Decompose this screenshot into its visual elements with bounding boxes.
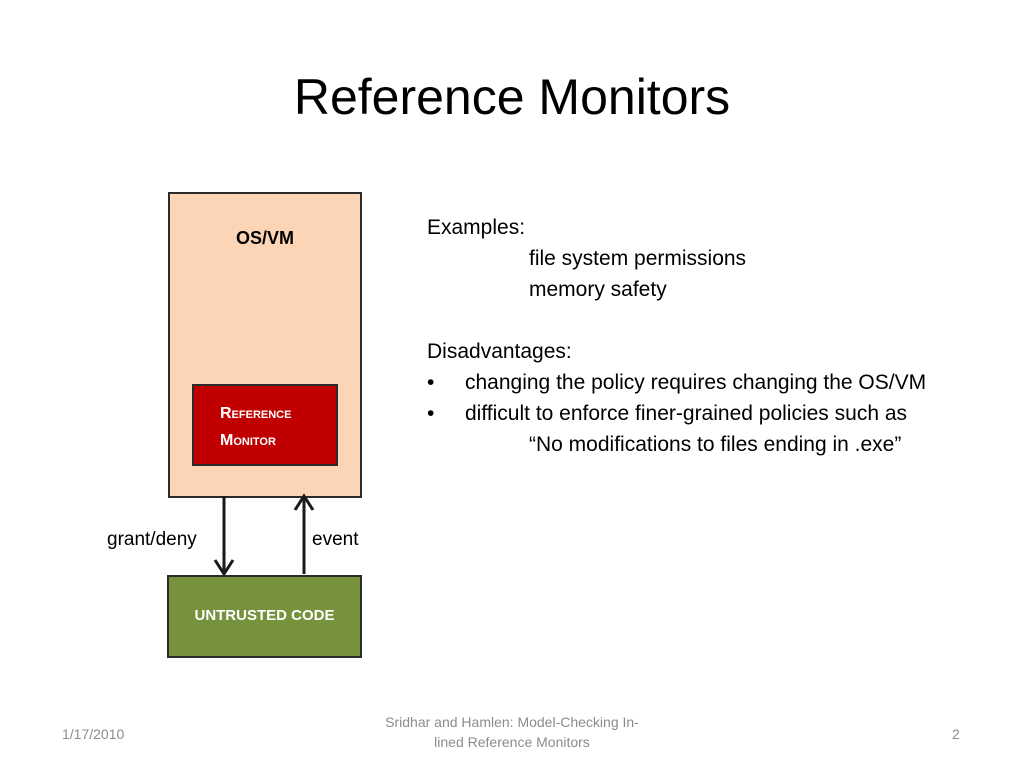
slide-title: Reference Monitors <box>293 69 731 125</box>
reference-monitor-label-line1: Reference <box>220 405 292 422</box>
blank-line <box>427 305 1007 336</box>
event-label: event <box>312 529 359 550</box>
examples-heading: Examples: <box>427 216 526 239</box>
disadvantage-text: difficult to enforce finer-grained polic… <box>465 402 908 425</box>
policy-quote: “No modifications to files ending in .ex… <box>529 433 902 456</box>
bullet-icon: • <box>427 402 435 425</box>
disadvantage-text: changing the policy requires changing th… <box>465 371 927 394</box>
disadvantages-heading: Disadvantages: <box>427 340 572 363</box>
reference-monitor-label: Reference Monitor <box>220 400 291 454</box>
grant-deny-label: grant/deny <box>107 529 197 550</box>
bullet-icon: • <box>427 371 435 394</box>
untrusted-code-label: UNTRUSTED CODE <box>194 607 335 624</box>
disadvantage-item: • changing the policy requires changing … <box>427 367 1007 398</box>
text-panel: Examples: file system permissions memory… <box>427 212 1007 460</box>
grant-deny-arrow-head <box>213 559 235 577</box>
reference-monitor-box: Reference Monitor <box>192 384 338 466</box>
disadvantage-item: • difficult to enforce finer-grained pol… <box>427 398 1007 429</box>
footer-page-number: 2 <box>952 726 960 742</box>
footer-citation-line2: lined Reference Monitors <box>434 734 590 750</box>
reference-monitor-label-line2: Monitor <box>220 432 276 449</box>
untrusted-code-box: UNTRUSTED CODE <box>167 575 362 658</box>
footer-date: 1/17/2010 <box>62 726 125 742</box>
event-arrow-head <box>293 493 315 511</box>
example-item: memory safety <box>529 278 667 301</box>
os-vm-label: OS/VM <box>235 228 294 248</box>
footer-citation-line1: Sridhar and Hamlen: Model-Checking In- <box>385 714 639 730</box>
footer-citation: Sridhar and Hamlen: Model-Checking In- l… <box>362 712 662 752</box>
example-item: file system permissions <box>529 247 747 270</box>
